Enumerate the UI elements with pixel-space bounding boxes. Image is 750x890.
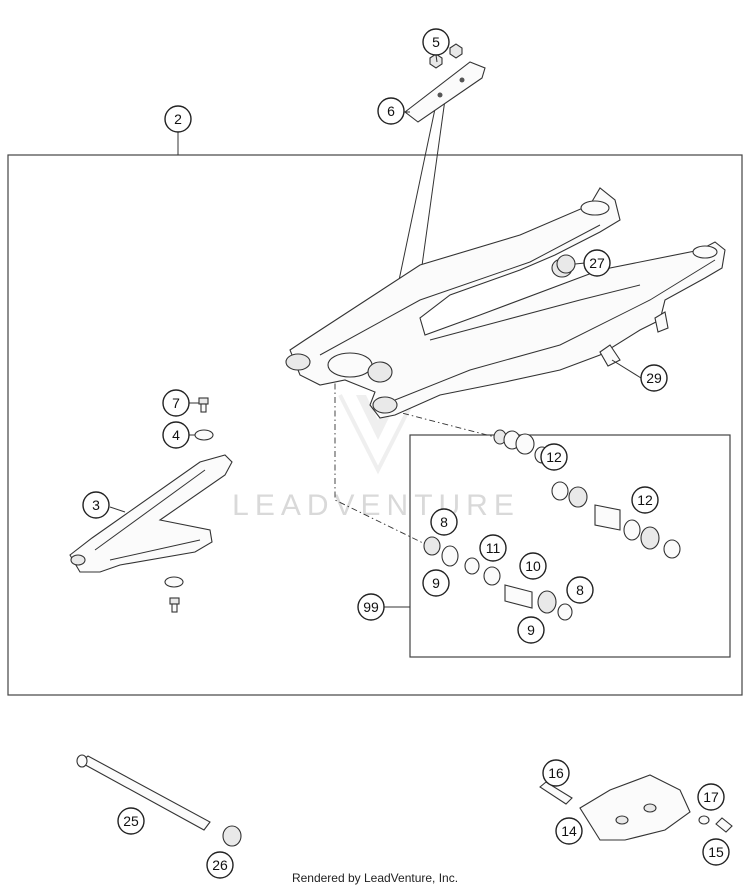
callout-26: 26 — [206, 851, 234, 879]
swingarm — [285, 187, 726, 419]
svg-text:10: 10 — [525, 558, 541, 574]
svg-text:2: 2 — [174, 111, 182, 127]
alignment-line-2 — [389, 409, 496, 438]
callout-2: 2 — [164, 105, 192, 133]
lower-washer — [164, 576, 184, 588]
callout-15: 15 — [702, 838, 730, 866]
svg-text:11: 11 — [486, 540, 501, 556]
svg-text:8: 8 — [576, 582, 584, 598]
screw-15 — [715, 817, 733, 833]
svg-text:12: 12 — [637, 492, 653, 508]
svg-text:14: 14 — [561, 823, 577, 839]
svg-text:8: 8 — [440, 514, 448, 530]
svg-text:29: 29 — [646, 370, 662, 386]
callout-12-right: 12 — [631, 486, 659, 514]
callout-12-upper: 12 — [540, 443, 568, 471]
washer-4 — [194, 429, 214, 441]
alignment-line-1 — [334, 370, 424, 544]
svg-text:9: 9 — [527, 622, 535, 638]
chain-guide-bracket — [404, 43, 486, 123]
svg-text:15: 15 — [708, 844, 724, 860]
svg-text:25: 25 — [123, 813, 139, 829]
callout-17: 17 — [697, 783, 725, 811]
pivot-nut-26 — [222, 825, 242, 847]
cap-27 — [556, 254, 576, 274]
chain-guide-14 — [579, 774, 691, 841]
bearing-row-lower — [423, 536, 573, 621]
callout-27: 27 — [583, 249, 611, 277]
swingarm-pivot-axle — [76, 754, 211, 831]
svg-text:6: 6 — [387, 103, 395, 119]
callout-8-right: 8 — [566, 576, 594, 604]
lower-screw — [169, 597, 180, 613]
callout-29: 29 — [640, 364, 668, 392]
bearing-row-upper — [493, 429, 681, 559]
footer-credit: Rendered by LeadVenture, Inc. — [291, 871, 459, 885]
callout-14: 14 — [555, 817, 583, 845]
callout-7: 7 — [162, 389, 190, 417]
svg-text:7: 7 — [172, 395, 180, 411]
svg-text:5: 5 — [432, 34, 440, 50]
svg-text:9: 9 — [432, 575, 440, 591]
bolt-16 — [539, 781, 573, 805]
washer-17 — [698, 815, 710, 825]
screw-7 — [198, 397, 209, 413]
svg-text:17: 17 — [703, 789, 719, 805]
leader-6a — [397, 84, 441, 286]
callout-25: 25 — [117, 807, 145, 835]
chain-slider — [69, 454, 233, 573]
callout-9-left: 9 — [422, 569, 450, 597]
callout-4: 4 — [162, 421, 190, 449]
bearing-kit-frame — [409, 434, 731, 658]
svg-text:3: 3 — [92, 497, 100, 513]
callout-6: 6 — [377, 97, 405, 125]
callout-5: 5 — [422, 28, 450, 56]
svg-text:99: 99 — [363, 599, 379, 615]
leader-6b — [419, 84, 448, 281]
svg-text:4: 4 — [172, 427, 180, 443]
callout-8-left: 8 — [430, 508, 458, 536]
assembly-frame — [7, 154, 743, 696]
callout-16: 16 — [542, 759, 570, 787]
svg-text:16: 16 — [548, 765, 564, 781]
svg-text:12: 12 — [546, 449, 562, 465]
callout-3: 3 — [82, 491, 110, 519]
callout-11: 11 — [479, 534, 507, 562]
svg-text:26: 26 — [212, 857, 228, 873]
callout-99: 99 — [357, 593, 385, 621]
watermark-text: LEADVENTURE — [232, 489, 520, 522]
svg-text:27: 27 — [589, 255, 605, 271]
callout-9-right: 9 — [517, 616, 545, 644]
callout-10: 10 — [519, 552, 547, 580]
